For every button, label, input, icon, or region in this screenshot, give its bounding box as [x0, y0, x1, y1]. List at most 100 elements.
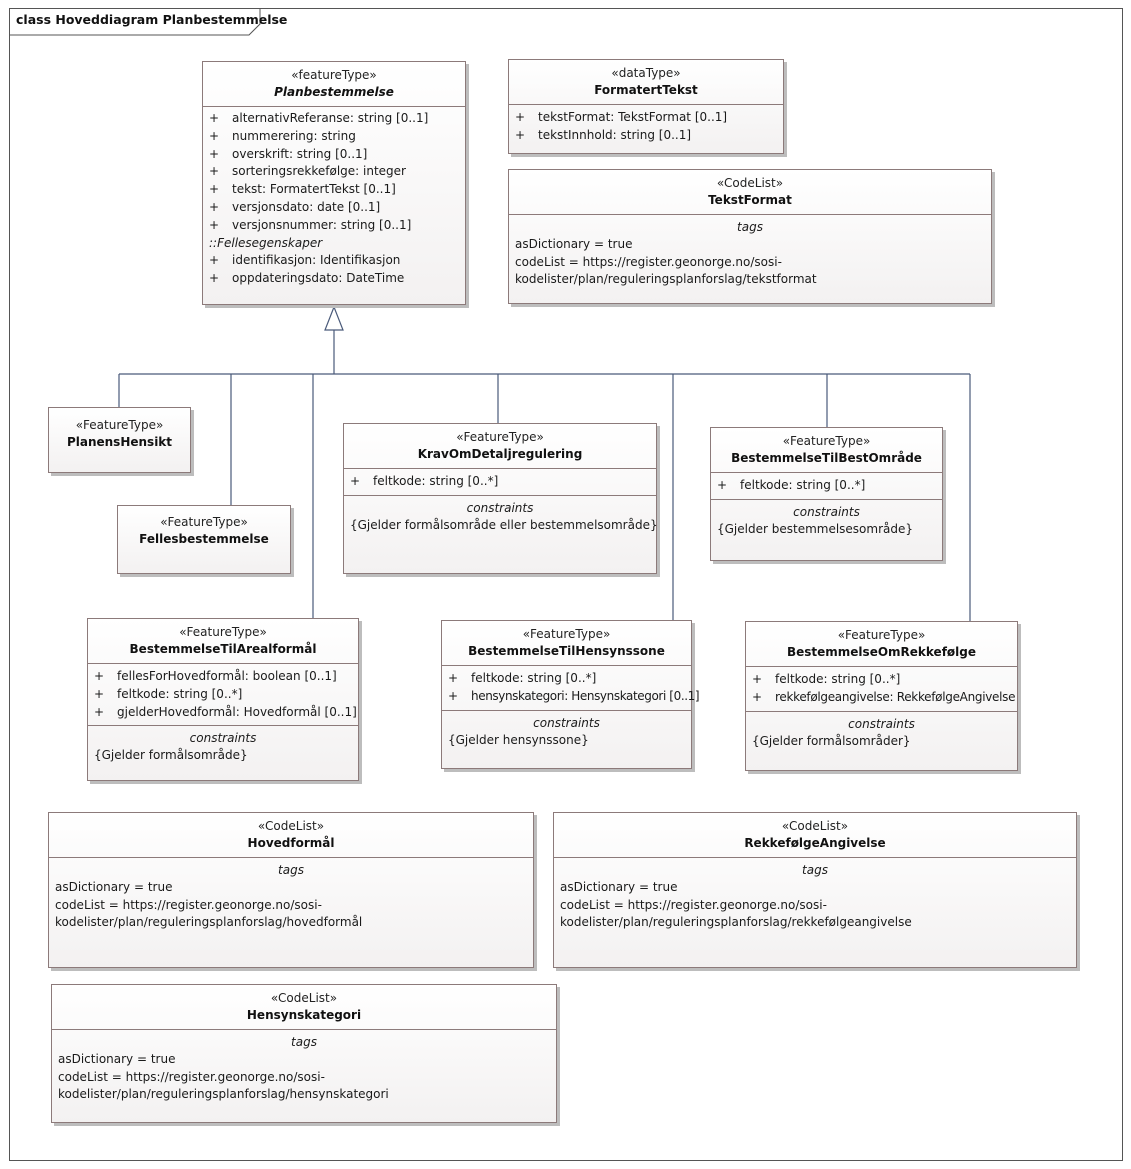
attribute-row: +nummerering: string — [209, 128, 356, 143]
section-title: constraints — [793, 504, 860, 519]
constraints-section: constraints {Gjelder formålsområde} — [88, 725, 358, 769]
diagram-title: class Hoveddiagram Planbestemmelse — [16, 12, 288, 27]
stereotype: «FeatureType» — [456, 430, 544, 444]
attribute-row: +tekstFormat: TekstFormat [0..1] — [515, 110, 728, 124]
attributes-section: +tekstFormat: TekstFormat [0..1] +tekstI… — [509, 104, 783, 149]
attributes-section: +feltkode: string [0..*] +hensynskategor… — [442, 665, 700, 710]
section-title: tags — [278, 863, 304, 877]
class-kravomdetaljregulering[interactable]: «FeatureType» KravOmDetaljregulering +fe… — [343, 423, 658, 574]
stereotype: «FeatureType» — [522, 627, 611, 641]
attribute-row: +feltkode: string [0..*] — [752, 672, 901, 686]
inherited-group-label: ::Fellesegenskaper — [209, 235, 323, 250]
stereotype: «FeatureType» — [75, 418, 164, 432]
attribute-row: +feltkode: string [0..*] — [717, 478, 866, 492]
tag-line: codeList = https://register.geonorge.no/… — [58, 1069, 325, 1084]
constraints-section: constraints {Gjelder bestemmelsesområde} — [711, 498, 942, 543]
stereotype: «CodeList» — [257, 819, 325, 833]
class-planbestemmelse[interactable]: «featureType» Planbestemmelse +alternati… — [202, 61, 466, 305]
section-title: constraints — [466, 500, 534, 515]
stereotype: «CodeList» — [270, 991, 338, 1005]
stereotype: «dataType» — [611, 66, 681, 80]
attributes-section: +feltkode: string [0..*] +rekkefølgeangi… — [746, 666, 1017, 711]
section-title: tags — [802, 863, 828, 877]
attribute-row: +fellesForHovedformål: boolean [0..1] — [94, 669, 337, 683]
stereotype: «FeatureType» — [837, 628, 926, 642]
tag-line: kodelister/plan/reguleringsplanforslag/t… — [515, 272, 817, 286]
class-hensynskategori[interactable]: «CodeList» Hensynskategori tags asDictio… — [51, 984, 557, 1123]
tags-section: tags asDictionary = true codeList = http… — [49, 857, 533, 936]
class-bestemmelsetilhensynssone[interactable]: «FeatureType» BestemmelseTilHensynssone … — [441, 620, 700, 769]
section-title: tags — [291, 1035, 317, 1049]
tag-line: codeList = https://register.geonorge.no/… — [55, 897, 322, 912]
attribute-row: +feltkode: string [0..*] — [350, 474, 499, 488]
stereotype: «FeatureType» — [179, 625, 267, 639]
section-title: constraints — [848, 716, 915, 731]
attribute-row: +identifikasjon: Identifikasjon — [209, 253, 401, 268]
class-bestemmelseomrekkefolge[interactable]: «FeatureType» BestemmelseOmRekkefølge +f… — [745, 621, 1018, 771]
class-rekkefolgeangivelse[interactable]: «CodeList» RekkefølgeAngivelse tags asDi… — [553, 812, 1077, 968]
attributes-section: +feltkode: string [0..*] — [344, 468, 656, 495]
constraints-section: constraints {Gjelder hensynssone} — [442, 709, 691, 754]
class-name: Hensynskategori — [246, 1008, 362, 1022]
constraints-section: constraints {Gjelder formålsområde eller… — [344, 494, 658, 539]
tag-line: codeList = https://register.geonorge.no/… — [515, 254, 782, 269]
attribute-row: +hensynskategori: Hensynskategori [0..1] — [448, 688, 700, 703]
section-title: constraints — [189, 731, 257, 746]
section-title: constraints — [533, 715, 600, 730]
class-name: PlanensHensikt — [66, 435, 173, 449]
attribute-row: +rekkefølgeangivelse: RekkefølgeAngivels… — [752, 689, 1016, 704]
attributes-section: +feltkode: string [0..*] — [711, 472, 942, 499]
attribute-row: +alternativReferanse: string [0..1] — [209, 111, 429, 125]
tag-line: kodelister/plan/reguleringsplanforslag/r… — [560, 915, 912, 929]
class-name: BestemmelseOmRekkefølge — [786, 645, 976, 659]
stereotype: «FeatureType» — [782, 434, 871, 448]
class-name: Fellesbestemmelse — [139, 532, 269, 546]
stereotype: «CodeList» — [716, 176, 784, 190]
constraint-line: {Gjelder formålsområde} — [94, 748, 248, 763]
generalization-arrowhead — [324, 305, 344, 331]
class-name: BestemmelseTilArealformål — [129, 642, 317, 656]
constraint-line: {Gjelder formålsområde eller bestemmelso… — [350, 517, 658, 532]
class-bestemmelsetilarealformaal[interactable]: «FeatureType» BestemmelseTilArealformål … — [87, 618, 359, 781]
attribute-row: +versjonsnummer: string [0..1] — [209, 217, 412, 232]
class-name: Planbestemmelse — [274, 85, 394, 99]
class-hovedformaal[interactable]: «CodeList» Hovedformål tags asDictionary… — [48, 812, 534, 968]
class-name: TekstFormat — [708, 193, 792, 207]
class-fellesbestemmelse[interactable]: «FeatureType» Fellesbestemmelse — [117, 505, 291, 574]
attribute-row: +gjelderHovedformål: Hovedformål [0..1] — [94, 704, 357, 719]
class-name: Hovedformål — [247, 836, 335, 850]
class-planenshensikt[interactable]: «FeatureType» PlanensHensikt — [48, 407, 191, 473]
attribute-row: +tekst: FormatertTekst [0..1] — [209, 182, 396, 197]
attribute-row: +versjonsdato: date [0..1] — [209, 199, 381, 214]
tag-line: asDictionary = true — [560, 880, 678, 894]
tags-section: tags asDictionary = true codeList = http… — [554, 857, 1076, 936]
stereotype: «CodeList» — [781, 819, 849, 833]
constraint-line: {Gjelder hensynssone} — [448, 732, 589, 747]
tag-line: asDictionary = true — [55, 880, 173, 894]
class-bestemmelsetilbestomraade[interactable]: «FeatureType» BestemmelseTilBestOmråde +… — [710, 427, 943, 561]
section-title: tags — [737, 220, 763, 234]
diagram-frame — [9, 8, 1123, 1161]
class-formatertekst[interactable]: «dataType» FormatertTekst +tekstFormat: … — [508, 59, 784, 154]
stereotype: «FeatureType» — [160, 515, 248, 529]
class-name: BestemmelseTilBestOmråde — [731, 451, 922, 465]
tags-section: tags asDictionary = true codeList = http… — [52, 1029, 556, 1108]
attribute-row: +feltkode: string [0..*] — [448, 671, 597, 685]
constraint-line: {Gjelder formålsområder} — [752, 733, 911, 748]
tag-line: kodelister/plan/reguleringsplanforslag/h… — [58, 1087, 389, 1101]
attributes-section: +alternativReferanse: string [0..1] +num… — [203, 106, 465, 292]
class-name: FormatertTekst — [594, 83, 698, 97]
class-name: BestemmelseTilHensynssone — [468, 644, 665, 658]
stereotype: «featureType» — [291, 68, 377, 82]
attributes-section: +fellesForHovedformål: boolean [0..1] +f… — [88, 663, 358, 725]
class-name: RekkefølgeAngivelse — [744, 836, 886, 850]
attribute-row: +oppdateringsdato: DateTime — [209, 271, 405, 286]
tag-line: codeList = https://register.geonorge.no/… — [560, 897, 827, 912]
tag-line: asDictionary = true — [515, 237, 633, 251]
class-tekstformat[interactable]: «CodeList» TekstFormat tags asDictionary… — [508, 169, 992, 304]
constraint-line: {Gjelder bestemmelsesområde} — [717, 521, 914, 536]
attribute-row: +tekstInnhold: string [0..1] — [515, 127, 692, 142]
attribute-row: +feltkode: string [0..*] — [94, 686, 243, 701]
attribute-row: +sorteringsrekkefølge: integer — [209, 164, 406, 179]
